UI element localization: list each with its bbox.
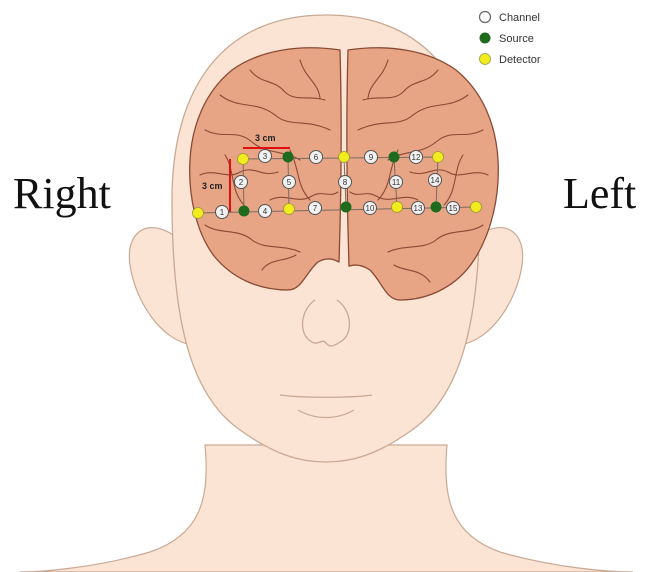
source-optode [431,202,442,213]
channel-15: 15 [447,202,460,215]
channel-number: 14 [431,176,440,185]
channel-number: 5 [287,178,292,187]
detector-optode [392,202,403,213]
channel-2: 2 [235,176,248,189]
channel-number: 4 [263,207,268,216]
detector-optode [339,152,350,163]
vertical-distance-label: 3 cm [202,181,223,191]
channel-number: 6 [314,153,319,162]
channel-8: 8 [339,176,352,189]
channel-4: 4 [259,205,272,218]
channel-number: 9 [369,153,374,162]
channel-number: 10 [366,204,375,213]
channel-number: 3 [263,152,268,161]
detector-optode [193,208,204,219]
source-optode [239,206,250,217]
detector-optode [238,154,249,165]
channel-10: 10 [364,202,377,215]
legend-source-marker [480,33,491,44]
detector-optode [433,152,444,163]
channel-number: 11 [392,178,401,187]
channel-7: 7 [309,202,322,215]
detector-optode [284,204,295,215]
legend-channel-marker [480,12,491,23]
channel-6: 6 [310,151,323,164]
detector-optode [471,202,482,213]
channel-13: 13 [412,202,425,215]
neck-shoulders [20,445,633,572]
source-optode [341,202,352,213]
channel-9: 9 [365,151,378,164]
channel-11: 11 [390,176,403,189]
channel-number: 15 [449,204,458,213]
channel-1: 1 [216,206,229,219]
source-optode [283,152,294,163]
horizontal-distance-label: 3 cm [255,133,276,143]
legend-channel-label: Channel [499,12,540,24]
channel-number: 2 [239,178,244,187]
legend-detector-label: Detector [499,54,541,66]
source-optode [389,152,400,163]
channel-number: 1 [220,208,225,217]
legend-source-label: Source [499,33,534,45]
channel-number: 12 [412,153,421,162]
legend-detector-marker [480,54,491,65]
channel-3: 3 [259,150,272,163]
left-side-label: Left [563,169,636,218]
right-side-label: Right [13,169,111,218]
channel-number: 7 [313,204,318,213]
legend: Channel Source Detector [480,12,541,67]
channel-12: 12 [410,151,423,164]
channel-number: 8 [343,178,348,187]
channel-14: 14 [429,174,442,187]
channel-5: 5 [283,176,296,189]
channel-number: 13 [414,204,423,213]
